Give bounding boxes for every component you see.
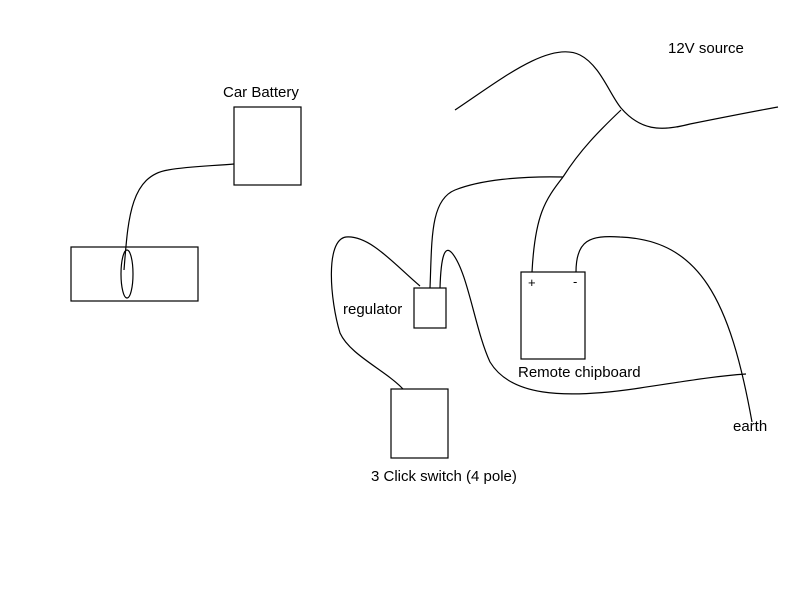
car-battery-label: Car Battery — [223, 84, 299, 101]
fuse-holder-box — [70, 246, 199, 302]
minus-terminal-label: - — [573, 274, 578, 289]
chipboard-label: Remote chipboard — [518, 364, 641, 381]
regulator-to-switch-wire — [330, 236, 421, 390]
source-wire — [454, 51, 779, 129]
car-battery-box — [233, 106, 302, 186]
switch-box — [390, 388, 449, 459]
regulator-box — [413, 287, 447, 329]
plus-terminal-label: + — [528, 275, 536, 290]
regulator-label: regulator — [343, 301, 403, 318]
earth-label: earth — [733, 418, 768, 435]
source-to-chipboard-plus-wire — [531, 176, 564, 273]
chipboard-minus-to-earth-wire — [575, 236, 753, 423]
battery-to-fuse-wire — [123, 163, 235, 271]
source-branch-wire — [562, 109, 622, 178]
regulator-to-earth-wire — [439, 249, 747, 395]
switch-label: 3 Click switch (4 pole) — [371, 468, 517, 485]
remote-chipboard-box — [520, 271, 586, 360]
fuse-ellipse — [120, 249, 134, 299]
source-to-regulator-wire — [429, 176, 564, 289]
source-label: 12V source — [668, 40, 744, 57]
